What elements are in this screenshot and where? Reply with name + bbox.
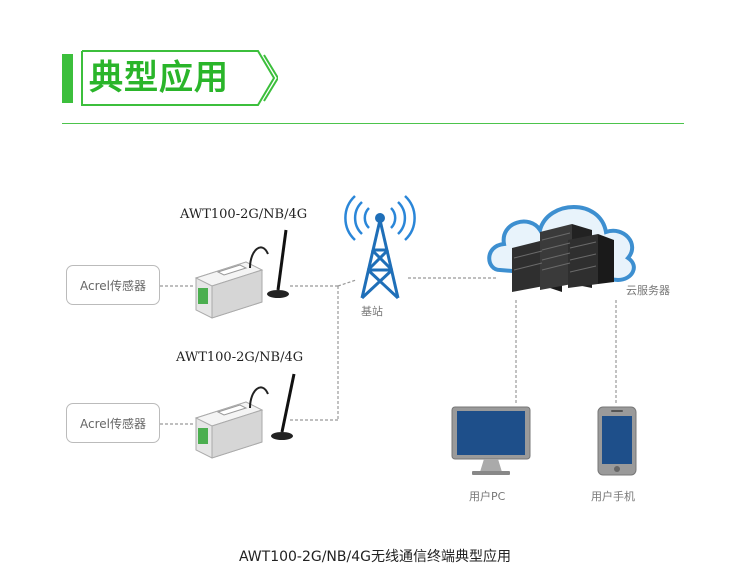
device-label-bottom: AWT100-2G/NB/4G [176,350,304,365]
sensor-box-top: Acrel传感器 [66,265,160,305]
phone-label: 用户手机 [591,490,635,503]
header-title: 典型应用 [89,58,229,98]
line-bus-tower [337,279,357,287]
diagram-caption: AWT100-2G/NB/4G无线通信终端典型应用 [238,549,511,565]
antenna-icon [249,229,289,298]
sensor-box-bottom: Acrel传感器 [66,403,160,443]
device-label-top: AWT100-2G/NB/4G [180,207,308,222]
section-header: 典型应用 [62,47,292,109]
din-rail-module-icon [194,401,264,459]
tower-label: 基站 [361,305,383,318]
din-rail-module-icon [194,261,264,319]
antenna-icon [249,373,296,440]
header-arrow-frame [81,50,278,106]
pc-label: 用户PC [469,490,506,503]
cloud-label: 云服务器 [626,284,670,297]
header-divider [62,123,684,124]
header-accent-bar [62,54,73,103]
